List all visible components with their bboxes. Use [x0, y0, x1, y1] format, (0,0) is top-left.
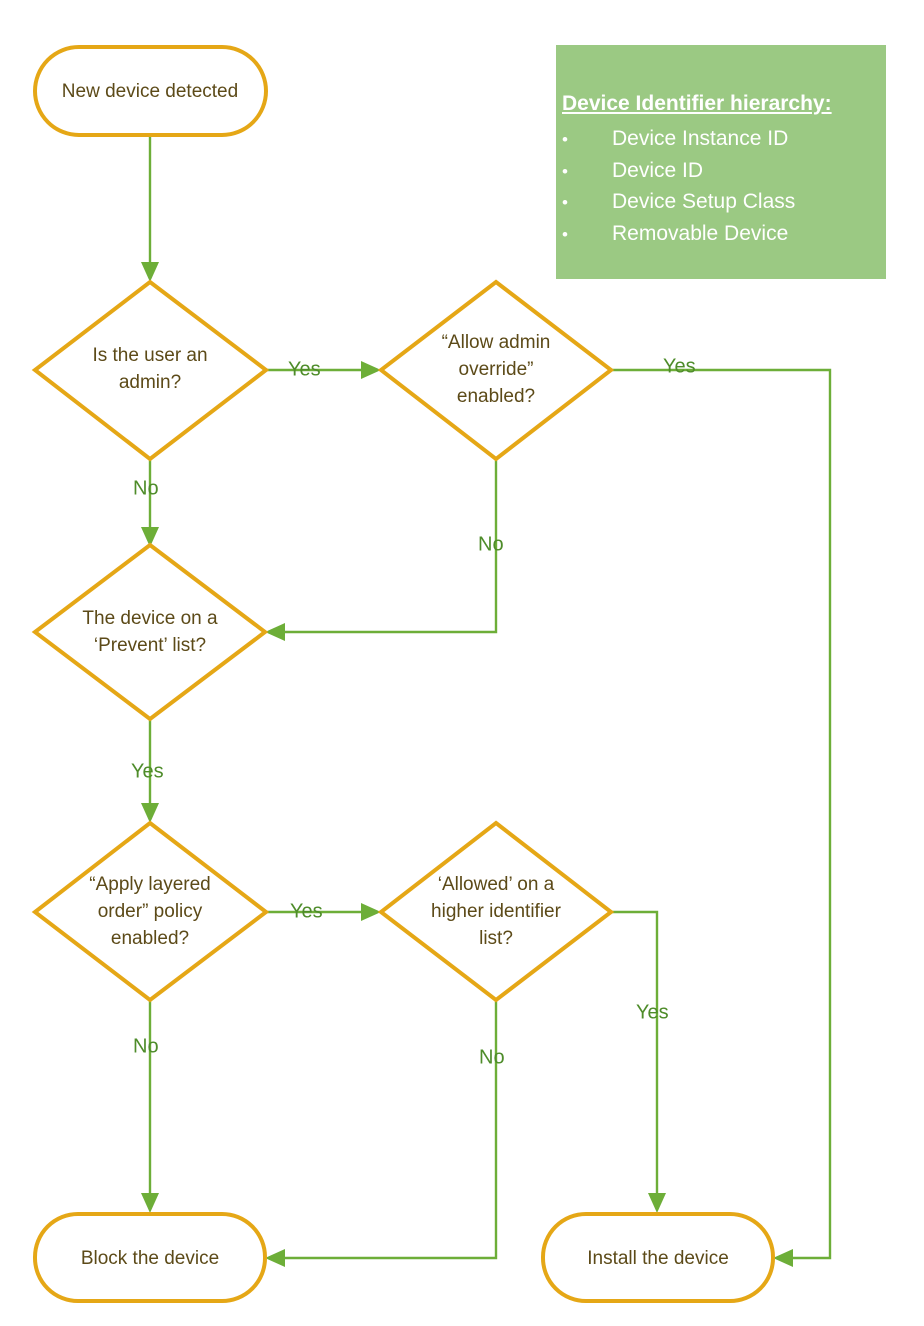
start-terminal-shape [33, 45, 268, 137]
legend-list-item: • Device Setup Class [556, 186, 886, 218]
edge-label-admin-yes: Yes [288, 358, 321, 380]
edge-label-layered-yes: Yes [290, 900, 323, 922]
legend-item-label: Device Instance ID [612, 127, 789, 151]
edge-label-override-no: No [478, 533, 504, 555]
higher-identifier-label-line1: ‘Allowed’ on a [438, 874, 555, 895]
edge-label-admin-no: No [133, 477, 159, 499]
bullet-icon: • [562, 224, 568, 244]
node-start[interactable]: New device detected [33, 45, 268, 137]
legend-list-item: • Device ID [556, 155, 886, 187]
legend-item-label: Device ID [612, 158, 704, 182]
edge-label-higher-yes: Yes [636, 1001, 669, 1023]
bullet-icon: • [562, 130, 568, 150]
install-label: Install the device [587, 1248, 729, 1269]
higher-identifier-label-line3: list? [479, 928, 513, 949]
legend-list-item: • Removable Device [556, 218, 886, 250]
edge-start-to-is-admin [141, 136, 159, 282]
block-label: Block the device [81, 1248, 219, 1269]
prevent-list-label-line2: ‘Prevent’ list? [94, 635, 206, 656]
edge-label-prevent-yes: Yes [131, 760, 164, 782]
block-terminal-shape [33, 1212, 267, 1303]
is-admin-decision-shape [31, 279, 270, 462]
legend-item-label: Removable Device [612, 221, 789, 245]
edge-higher-identifier-no [265, 1000, 498, 1267]
node-install[interactable]: Install the device [541, 1212, 775, 1303]
layered-order-label-line2: order” policy [98, 901, 203, 922]
prevent-list-decision-shape [31, 542, 269, 722]
edge-admin-override-no [265, 460, 498, 641]
layered-order-label-line1: “Apply layered [89, 874, 210, 895]
node-block[interactable]: Block the device [33, 1212, 267, 1303]
admin-override-label-line1: “Allow admin [442, 332, 551, 353]
bullet-icon: • [562, 193, 568, 213]
admin-override-decision-shape [377, 279, 615, 462]
is-admin-label-line2: admin? [119, 372, 181, 393]
edge-label-override-yes: Yes [663, 355, 696, 377]
node-layered-order[interactable]: “Apply layered order” policy enabled? [31, 820, 270, 1003]
edge-label-higher-no: No [479, 1046, 505, 1068]
node-is-admin[interactable]: Is the user an admin? [31, 279, 270, 462]
edge-admin-override-yes [611, 368, 832, 1267]
edge-layered-order-no [141, 1000, 159, 1213]
higher-identifier-label-line2: higher identifier [431, 901, 562, 922]
is-admin-label-line1: Is the user an [92, 345, 207, 366]
layered-order-label-line3: enabled? [111, 928, 189, 949]
edge-is-admin-yes [266, 361, 381, 379]
edge-prevent-list-yes [141, 720, 159, 823]
admin-override-label-line2: override” [459, 359, 534, 380]
start-label: New device detected [62, 81, 238, 102]
node-admin-override[interactable]: “Allow admin override” enabled? [377, 279, 615, 462]
legend-list: • Device Instance ID • Device ID • Devic… [556, 123, 886, 249]
admin-override-label-line3: enabled? [457, 386, 535, 407]
edge-label-layered-no: No [133, 1035, 159, 1057]
node-higher-identifier[interactable]: ‘Allowed’ on a higher identifier list? [377, 820, 615, 1003]
legend-list-item: • Device Instance ID [556, 123, 886, 155]
higher-identifier-decision-shape [377, 820, 615, 1003]
legend-item-label: Device Setup Class [612, 190, 796, 214]
node-prevent-list[interactable]: The device on a ‘Prevent’ list? [31, 542, 269, 722]
device-identifier-legend: Device Identifier hierarchy: • Device In… [556, 45, 886, 279]
prevent-list-label-line1: The device on a [82, 608, 218, 629]
layered-order-decision-shape [31, 820, 270, 1003]
edge-layered-order-yes [266, 903, 381, 921]
edge-is-admin-no [141, 460, 159, 547]
bullet-icon: • [562, 161, 568, 181]
install-terminal-shape [541, 1212, 775, 1303]
legend-title: Device Identifier hierarchy: [562, 92, 832, 115]
edge-higher-identifier-yes [611, 910, 666, 1213]
